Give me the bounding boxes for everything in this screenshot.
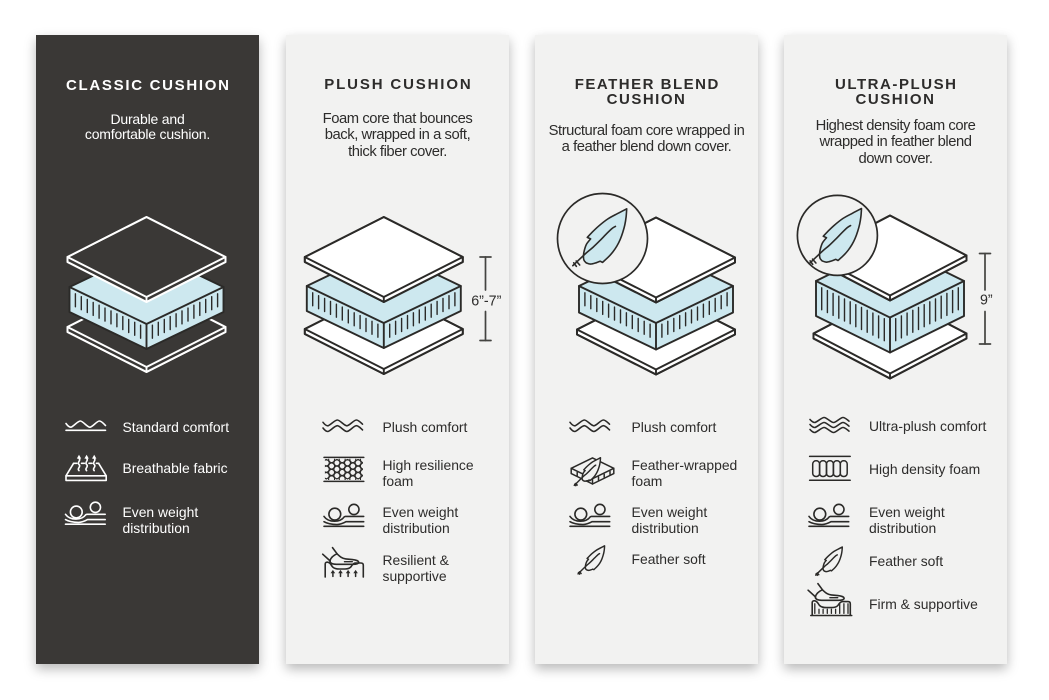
svg-text:6”-7”: 6”-7” xyxy=(471,294,501,310)
svg-text:9”: 9” xyxy=(980,293,993,309)
